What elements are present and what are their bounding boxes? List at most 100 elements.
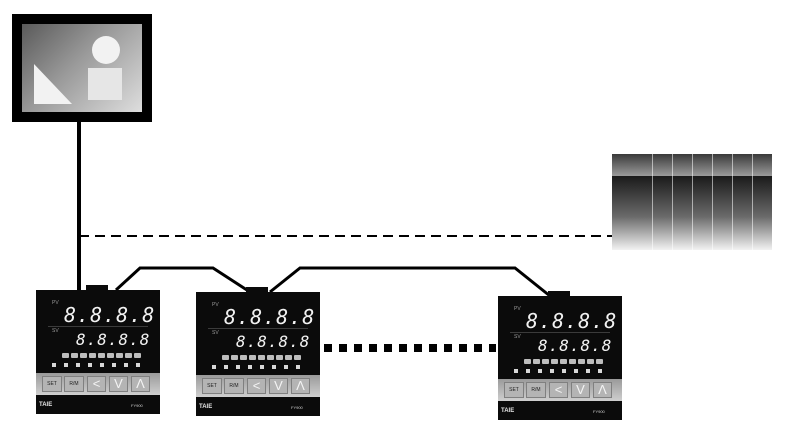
indicator-mark bbox=[260, 365, 264, 369]
up-key: Λ bbox=[291, 378, 310, 394]
display-divider bbox=[208, 328, 308, 329]
brand-label: TAIE bbox=[501, 408, 515, 414]
indicator-mark bbox=[88, 363, 92, 367]
down-key: V bbox=[109, 376, 128, 392]
status-led bbox=[71, 353, 78, 358]
pv-display: 8.8.8.8 bbox=[64, 303, 156, 327]
pv-display: 8.8.8.8 bbox=[526, 309, 618, 333]
rm-key: R/M bbox=[64, 376, 84, 392]
indicator-marks bbox=[50, 363, 146, 367]
indicator-mark bbox=[514, 369, 518, 373]
status-led bbox=[294, 355, 301, 360]
shift-left-key: < bbox=[87, 376, 106, 392]
plc-slot-divider bbox=[692, 154, 693, 250]
keypad: SET R/M < V Λ bbox=[196, 375, 320, 397]
indicator-mark bbox=[538, 369, 542, 373]
model-label: FY900 bbox=[131, 403, 143, 408]
indicator-mark bbox=[598, 369, 602, 373]
rm-key: R/M bbox=[224, 378, 244, 394]
status-led bbox=[276, 355, 283, 360]
status-led bbox=[80, 353, 87, 358]
daisy-chain-link-1 bbox=[114, 266, 251, 294]
monitor-screen bbox=[22, 24, 142, 112]
sv-tag: SV bbox=[52, 328, 59, 334]
brand-label: TAIE bbox=[39, 402, 53, 408]
status-led bbox=[542, 359, 549, 364]
keypad: SET R/M < V Λ bbox=[36, 373, 160, 395]
indicator-mark bbox=[124, 363, 128, 367]
plc-slot-divider bbox=[672, 154, 673, 250]
temperature-controller-2: PV 8.8.8.8 SV 8.8.8.8 SET R bbox=[196, 287, 320, 416]
model-label: FY900 bbox=[593, 409, 605, 414]
status-led bbox=[524, 359, 531, 364]
sv-display: 8.8.8.8 bbox=[236, 332, 311, 351]
indicator-mark bbox=[562, 369, 566, 373]
status-led bbox=[587, 359, 594, 364]
indicator-mark bbox=[224, 365, 228, 369]
set-key: SET bbox=[42, 376, 62, 392]
up-key: Λ bbox=[593, 382, 612, 398]
indicator-mark bbox=[136, 363, 140, 367]
plc-slot-divider bbox=[652, 154, 653, 250]
pc-monitor-icon bbox=[12, 14, 152, 122]
shift-left-key: < bbox=[549, 382, 568, 398]
model-label: FY900 bbox=[291, 405, 303, 410]
status-led-row bbox=[222, 355, 306, 361]
connector-cap bbox=[246, 287, 268, 293]
shift-left-key: < bbox=[247, 378, 266, 394]
status-led bbox=[285, 355, 292, 360]
status-led-row bbox=[524, 359, 608, 365]
status-led bbox=[125, 353, 132, 358]
status-led bbox=[267, 355, 274, 360]
plc-slot-divider bbox=[712, 154, 713, 250]
screen-shapes-icon bbox=[34, 36, 122, 104]
keypad: SET R/M < V Λ bbox=[498, 379, 622, 401]
status-led bbox=[89, 353, 96, 358]
status-led bbox=[98, 353, 105, 358]
indicator-mark bbox=[64, 363, 68, 367]
pv-display: 8.8.8.8 bbox=[224, 305, 316, 329]
status-led bbox=[116, 353, 123, 358]
daisy-chain-link-2 bbox=[269, 266, 551, 298]
sv-tag: SV bbox=[212, 330, 219, 336]
brand-label: TAIE bbox=[199, 404, 213, 410]
indicator-mark bbox=[272, 365, 276, 369]
indicator-mark bbox=[236, 365, 240, 369]
indicator-marks bbox=[210, 365, 306, 369]
indicator-marks bbox=[512, 369, 608, 373]
status-led bbox=[62, 353, 69, 358]
temperature-controller-n: PV 8.8.8.8 SV 8.8.8.8 SET R bbox=[498, 291, 622, 420]
indicator-mark bbox=[52, 363, 56, 367]
up-key: Λ bbox=[131, 376, 150, 392]
indicator-mark bbox=[296, 365, 300, 369]
status-led bbox=[258, 355, 265, 360]
plc-slot-divider bbox=[752, 154, 753, 250]
status-led bbox=[533, 359, 540, 364]
status-led bbox=[551, 359, 558, 364]
indicator-mark bbox=[574, 369, 578, 373]
status-led bbox=[249, 355, 256, 360]
status-led bbox=[231, 355, 238, 360]
sv-display: 8.8.8.8 bbox=[538, 336, 613, 355]
indicator-mark bbox=[76, 363, 80, 367]
indicator-mark bbox=[100, 363, 104, 367]
set-key: SET bbox=[504, 382, 524, 398]
status-led bbox=[560, 359, 567, 364]
down-key: V bbox=[269, 378, 288, 394]
status-led bbox=[107, 353, 114, 358]
status-led bbox=[569, 359, 576, 364]
plc-slot-divider bbox=[732, 154, 733, 250]
pv-tag: PV bbox=[212, 302, 219, 308]
indicator-mark bbox=[586, 369, 590, 373]
connector-cap bbox=[86, 285, 108, 291]
indicator-mark bbox=[112, 363, 116, 367]
indicator-mark bbox=[550, 369, 554, 373]
connector-cap bbox=[548, 291, 570, 297]
indicator-mark bbox=[284, 365, 288, 369]
down-key: V bbox=[571, 382, 590, 398]
rm-key: R/M bbox=[526, 382, 546, 398]
sv-display: 8.8.8.8 bbox=[76, 330, 151, 349]
status-led bbox=[578, 359, 585, 364]
